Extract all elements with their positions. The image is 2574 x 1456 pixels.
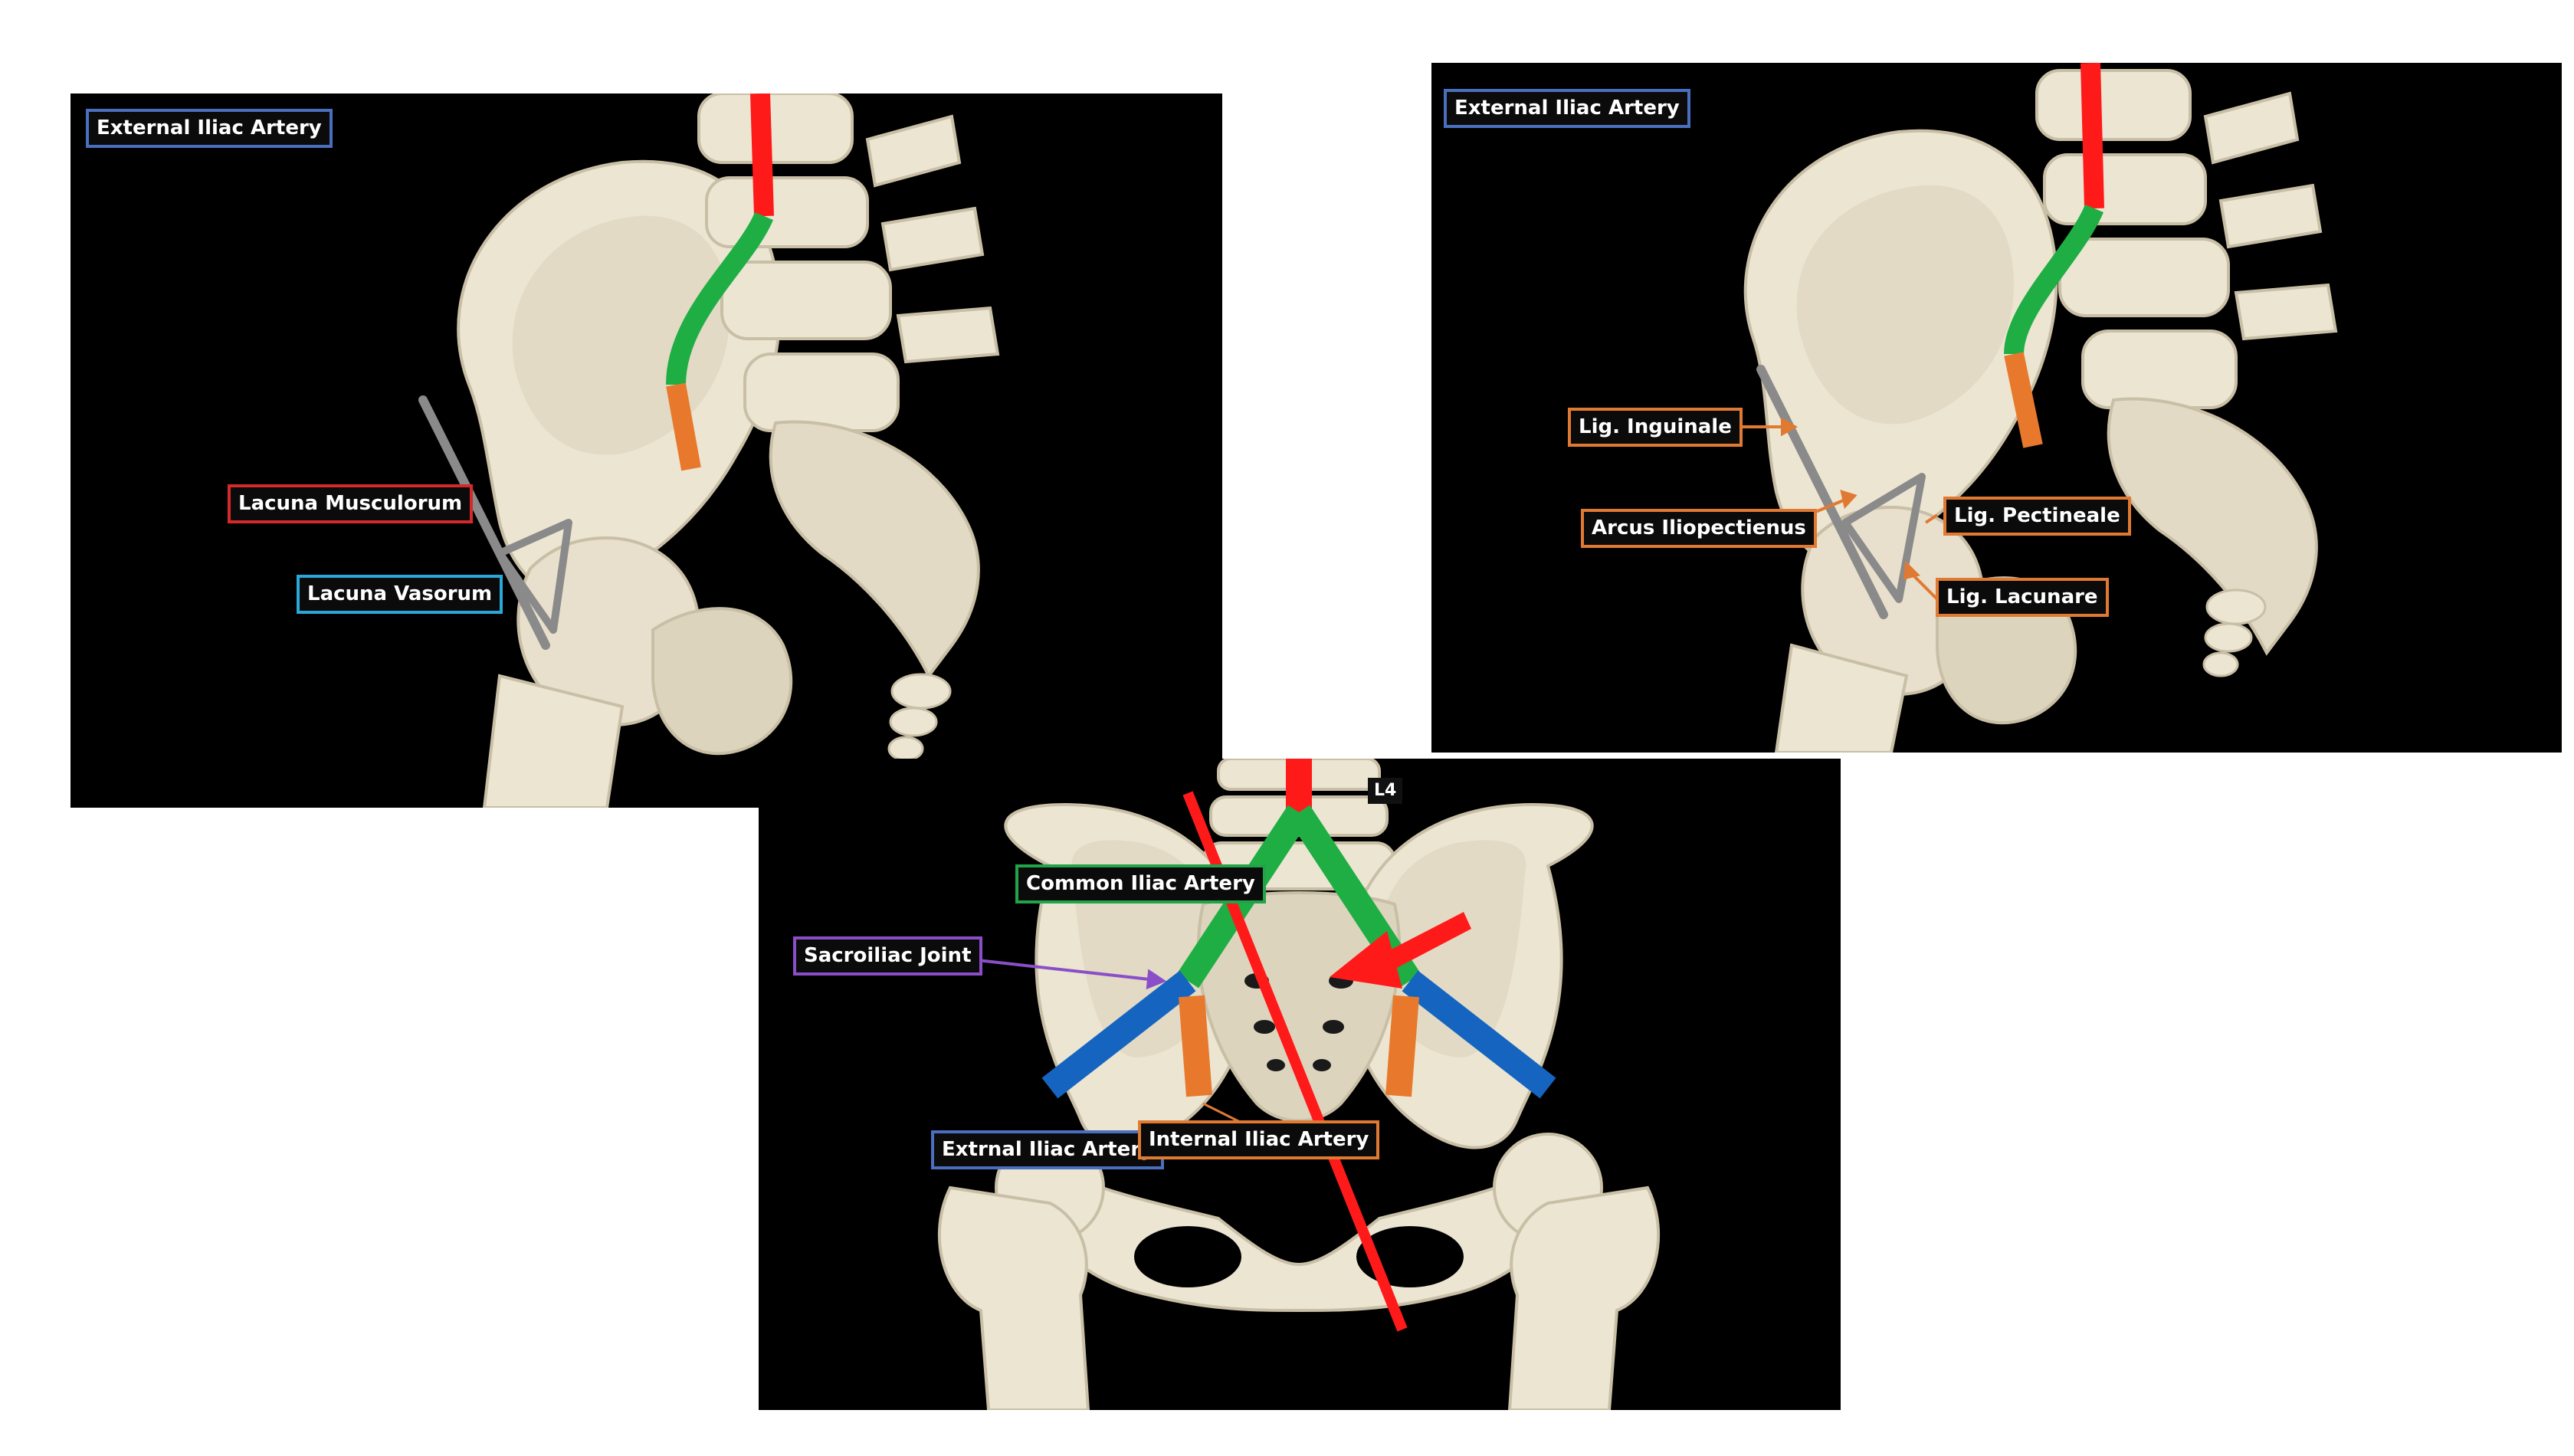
internal-iliac-artery-label: Internal Iliac Artery [1138,1120,1380,1160]
panel-lateral-pelvis-left: External Iliac Artery Lacuna Musculorum … [70,93,1222,808]
panel-title: External Iliac Artery [1444,89,1690,129]
lacuna-vasorum-label: Lacuna Vasorum [297,575,503,615]
inguinal-ligament-line [418,395,550,650]
coccyx [2202,589,2267,677]
left-internal-iliac-segment [1179,995,1212,1097]
lumbar-vertebrae [2035,69,2338,409]
lacuna-outline [1841,473,1926,603]
femur-shaft [482,674,625,808]
lacuna-musculorum-label: Lacuna Musculorum [228,484,474,524]
arcus-iliopectineus-label: Arcus Iliopectienus [1581,509,1817,549]
lig-pectineale-label: Lig. Pectineale [1943,497,2131,536]
panel-title: External Iliac Artery [86,109,333,149]
aorta-segment [2081,63,2104,209]
lacuna-vasorum-outline [496,519,572,634]
coccyx [887,673,952,762]
right-femur [1493,1133,1661,1410]
lateral-pelvis-illustration [418,93,1000,808]
pubic-bones [1030,1154,1568,1312]
aorta-segment [750,93,774,217]
lig-lacunare-label: Lig. Lacunare [1936,578,2109,618]
panel-anterior-pelvis: L4 Common Iliac Artery Sacroiliac Joint … [759,759,1841,1410]
left-femur [937,1133,1105,1410]
common-iliac-segment [666,212,773,385]
external-iliac-segment [2004,352,2043,448]
external-iliac-artery-label: Extrnal Iliac Artery [931,1130,1165,1170]
sacroiliac-joint-label: Sacroiliac Joint [793,936,982,976]
iliac-fossa [1796,185,2014,425]
pubic-ramus [651,607,793,756]
lumbar-vertebrae [697,93,1000,432]
lateral-pelvis-ligaments-illustration [1717,63,2338,753]
right-external-iliac-segment [1402,970,1556,1099]
lig-inguinale-label: Lig. Inguinale [1568,408,1743,448]
l4-label: L4 [1368,778,1403,805]
anterior-pelvis-illustration [936,759,1661,1410]
common-iliac-segment [2004,204,2103,355]
left-external-iliac-segment [1041,970,1196,1099]
sacrum [769,420,980,679]
femur-shaft [1774,643,1909,753]
red-arrow-icon [1330,912,1471,989]
common-iliac-artery-label: Common Iliac Artery [1015,864,1266,904]
external-iliac-segment [666,382,701,471]
sacrum [2107,397,2318,656]
panel-lateral-pelvis-right: External Iliac Artery Lig. Inguinale Arc… [1431,63,2562,753]
right-internal-iliac-segment [1385,995,1419,1097]
inguinal-ligament-line [1756,365,1888,619]
left-obturator-foramen [1134,1226,1241,1287]
